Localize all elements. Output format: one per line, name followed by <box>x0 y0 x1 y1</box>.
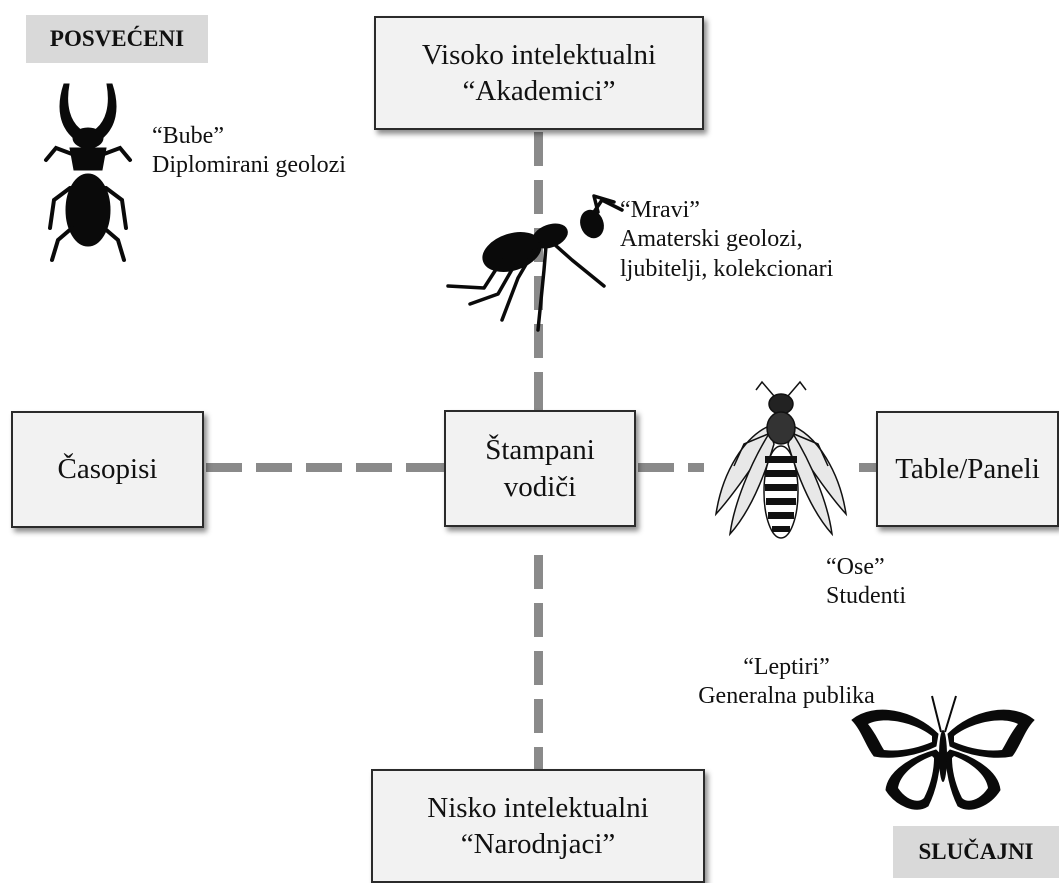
tag-casual-text: SLUČAJNI <box>918 839 1033 865</box>
ant-description-line1: Amaterski geolozi, <box>620 225 833 254</box>
tag-committed: POSVEĆENI <box>26 15 208 63</box>
beetle-label: “Bube” Diplomirani geolozi <box>152 122 346 181</box>
wasp-label: “Ose” Studenti <box>826 553 906 612</box>
box-printed-guides-line2: vodiči <box>504 469 577 505</box>
box-panels: Table/Paneli <box>876 411 1059 527</box>
box-low-intellectual-line2: “Narodnjaci” <box>461 826 616 862</box>
box-low-intellectual: Nisko intelektualni “Narodnjaci” <box>371 769 705 883</box>
wasp-name: “Ose” <box>826 553 906 582</box>
box-high-intellectual-line1: Visoko intelektualni <box>422 37 656 73</box>
ant-label: “Mravi” Amaterski geolozi, ljubitelji, k… <box>620 196 833 284</box>
butterfly-name: “Leptiri” <box>684 653 889 682</box>
wasp-icon <box>704 374 859 560</box>
box-high-intellectual-line2: “Akademici” <box>463 73 616 109</box>
ant-description-line2: ljubitelji, kolekcionari <box>620 255 833 284</box>
box-low-intellectual-line1: Nisko intelektualni <box>427 790 649 826</box>
beetle-description: Diplomirani geolozi <box>152 151 346 180</box>
ant-name: “Mravi” <box>620 196 833 225</box>
beetle-name: “Bube” <box>152 122 346 151</box>
box-high-intellectual: Visoko intelektualni “Akademici” <box>374 16 704 130</box>
ant-icon <box>444 190 624 340</box>
beetle-icon <box>38 78 138 263</box>
box-panels-label: Table/Paneli <box>895 451 1040 487</box>
tag-committed-text: POSVEĆENI <box>50 26 184 52</box>
box-printed-guides-line1: Štampani <box>485 432 595 468</box>
wasp-description: Studenti <box>826 582 906 611</box>
box-printed-guides: Štampani vodiči <box>444 410 636 527</box>
box-magazines: Časopisi <box>11 411 204 528</box>
butterfly-icon <box>844 690 1042 820</box>
tag-casual: SLUČAJNI <box>893 826 1059 878</box>
box-magazines-label: Časopisi <box>58 451 158 487</box>
